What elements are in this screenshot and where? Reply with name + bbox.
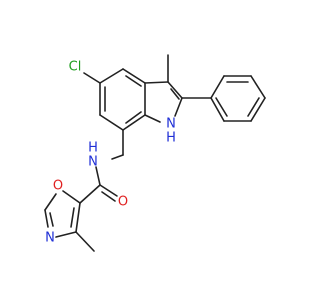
bond (99, 114, 124, 131)
bond (75, 202, 81, 233)
bond (62, 190, 81, 204)
chlorine-label: Cl (69, 60, 82, 75)
bond (99, 68, 124, 84)
bond (75, 231, 95, 252)
bond (49, 212, 54, 227)
bond (144, 114, 161, 123)
oxazole-nitrogen-label: N (45, 231, 55, 246)
molecule-structure-diagram: Cl N H H N O O N (44, 54, 266, 252)
molecule-svg: Cl N H H N O O N (44, 54, 266, 252)
bond (144, 81, 169, 84)
bond (174, 97, 183, 117)
bond (44, 209, 49, 228)
bond (210, 97, 225, 122)
bonds (44, 54, 266, 252)
bond (99, 184, 118, 197)
amide-hydrogen-label: H (88, 141, 98, 156)
bond (44, 193, 57, 211)
bond (250, 97, 266, 122)
bond (247, 97, 260, 117)
bond (125, 111, 142, 124)
atom-labels: Cl N H H N O O N (45, 60, 176, 246)
bond (215, 97, 228, 117)
bond (167, 81, 183, 99)
oxazole-oxygen-label: O (53, 179, 63, 194)
bond (83, 72, 101, 84)
bond (210, 75, 225, 99)
indole-nitrogen-label: N (166, 117, 176, 132)
bond (70, 207, 75, 228)
bond (125, 75, 142, 87)
bond (170, 88, 180, 100)
amide-nitrogen-label: N (88, 155, 98, 170)
carbonyl-oxygen-label: O (118, 195, 128, 210)
indole-hydrogen-label: H (166, 131, 176, 146)
bond (122, 114, 146, 131)
bond (95, 166, 101, 186)
bond (111, 154, 124, 160)
bond (101, 191, 116, 202)
bond (250, 75, 266, 99)
bond (55, 231, 77, 238)
bond (122, 68, 146, 84)
bond (79, 184, 101, 204)
